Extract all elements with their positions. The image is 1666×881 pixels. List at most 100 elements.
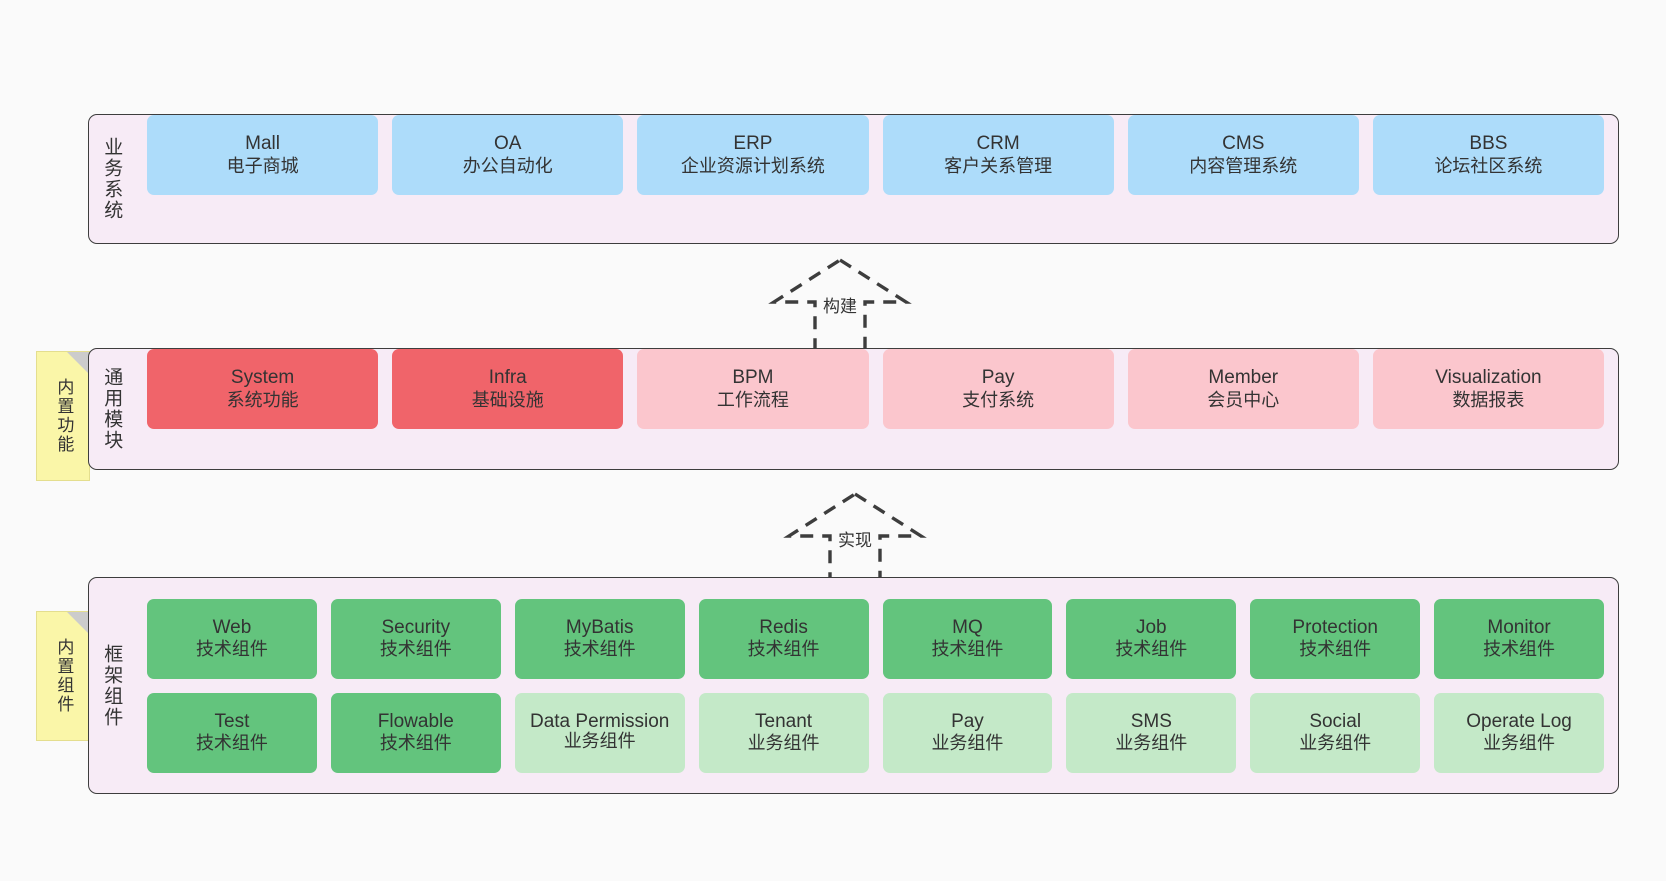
dashed-generalization-arrow-icon [768, 257, 912, 354]
card-subtitle: 技术组件 [1115, 639, 1188, 660]
card-title: System [230, 367, 295, 389]
card-subtitle: 电子商城 [226, 155, 299, 176]
sticky-note-label: 内置功能 [54, 378, 74, 454]
arrow-implement: 实现 [770, 490, 940, 590]
card-subtitle: 业务组件 [1115, 733, 1188, 754]
card-pay-business[interactable]: Pay 业务组件 [882, 692, 1053, 773]
framework-card-grid: Web 技术组件 Security 技术组件 MyBatis 技术组件 Redi… [133, 578, 1618, 793]
card-cms[interactable]: CMS 内容管理系统 [1127, 115, 1359, 195]
sticky-note-builtin-features: 内置功能 [36, 351, 90, 481]
card-operate-log[interactable]: Operate Log 业务组件 [1434, 692, 1604, 773]
card-subtitle: 基础设施 [471, 389, 544, 410]
card-title: Mall [245, 133, 280, 155]
card-subtitle: 业务组件 [563, 731, 636, 752]
sticky-note-label: 内置组件 [54, 638, 74, 714]
card-title: Job [1135, 616, 1167, 638]
card-tenant[interactable]: Tenant 业务组件 [698, 692, 869, 773]
card-title: ERP [733, 133, 773, 155]
card-subtitle: 技术组件 [379, 639, 452, 660]
card-title: Infra [488, 367, 527, 389]
card-title: Tenant [755, 710, 813, 732]
framework-row-technical: Web 技术组件 Security 技术组件 MyBatis 技术组件 Redi… [147, 598, 1604, 679]
arrow-build: 构建 [755, 256, 925, 356]
layer-common-modules: 通用模块 System 系统功能 Infra 基础设施 BPM 工作流程 Pay… [88, 348, 1619, 470]
card-title: Protection [1292, 616, 1378, 638]
card-subtitle: 内容管理系统 [1189, 155, 1298, 176]
card-protection[interactable]: Protection 技术组件 [1250, 598, 1421, 679]
card-subtitle: 论坛社区系统 [1434, 155, 1543, 176]
card-title: MyBatis [565, 616, 634, 638]
card-bbs[interactable]: BBS 论坛社区系统 [1372, 115, 1605, 195]
card-subtitle: 业务组件 [747, 733, 820, 754]
card-title: Data Permission [529, 710, 670, 732]
card-subtitle: 业务组件 [1299, 733, 1372, 754]
card-monitor[interactable]: Monitor 技术组件 [1434, 598, 1604, 679]
card-flowable[interactable]: Flowable 技术组件 [330, 692, 501, 773]
card-title: Member [1208, 367, 1279, 389]
card-subtitle: 技术组件 [195, 639, 268, 660]
card-title: Pay [981, 367, 1015, 389]
card-title: Flowable [377, 710, 454, 732]
layer-business-systems: 业务系统 Mall 电子商城 OA 办公自动化 ERP 企业资源计划系统 CRM… [88, 114, 1619, 244]
layer-modules-caption: 通用模块 [101, 367, 123, 451]
card-title: CRM [976, 133, 1020, 155]
card-subtitle: 企业资源计划系统 [680, 155, 825, 176]
card-title: Web [212, 616, 252, 638]
card-oa[interactable]: OA 办公自动化 [392, 115, 624, 195]
card-member[interactable]: Member 会员中心 [1127, 349, 1359, 429]
card-redis[interactable]: Redis 技术组件 [698, 598, 869, 679]
arrow-implement-label: 实现 [838, 531, 872, 550]
card-title: MQ [952, 616, 983, 638]
card-title: Test [214, 710, 250, 732]
card-title: Social [1309, 710, 1362, 732]
card-subtitle: 业务组件 [1483, 733, 1556, 754]
card-title: Visualization [1435, 367, 1542, 389]
card-subtitle: 客户关系管理 [944, 155, 1053, 176]
layer-business-caption: 业务系统 [101, 137, 123, 221]
modules-card-list: System 系统功能 Infra 基础设施 BPM 工作流程 Pay 支付系统… [133, 349, 1618, 469]
card-system[interactable]: System 系统功能 [147, 349, 379, 429]
card-web[interactable]: Web 技术组件 [147, 598, 317, 679]
card-security[interactable]: Security 技术组件 [330, 598, 501, 679]
card-title: Operate Log [1466, 710, 1572, 732]
card-mq[interactable]: MQ 技术组件 [882, 598, 1053, 679]
card-subtitle: 技术组件 [379, 733, 452, 754]
card-subtitle: 技术组件 [563, 639, 636, 660]
business-card-list: Mall 电子商城 OA 办公自动化 ERP 企业资源计划系统 CRM 客户关系… [133, 115, 1618, 243]
card-sms[interactable]: SMS 业务组件 [1066, 692, 1237, 773]
card-mall[interactable]: Mall 电子商城 [147, 115, 379, 195]
card-test[interactable]: Test 技术组件 [147, 692, 317, 773]
card-title: Security [381, 616, 451, 638]
card-title: Monitor [1487, 616, 1551, 638]
card-mybatis[interactable]: MyBatis 技术组件 [514, 598, 685, 679]
card-title: SMS [1130, 710, 1172, 732]
card-subtitle: 技术组件 [195, 733, 268, 754]
card-subtitle: 支付系统 [962, 389, 1035, 410]
card-data-permission[interactable]: Data Permission 业务组件 [514, 692, 685, 773]
card-title: Pay [951, 710, 984, 732]
dashed-generalization-arrow-icon [783, 491, 927, 588]
layer-framework-components: 框架组件 Web 技术组件 Security 技术组件 MyBatis 技术组件… [88, 577, 1619, 794]
card-subtitle: 技术组件 [747, 639, 820, 660]
card-job[interactable]: Job 技术组件 [1066, 598, 1237, 679]
card-bpm[interactable]: BPM 工作流程 [637, 349, 869, 429]
card-subtitle: 系统功能 [226, 389, 299, 410]
card-title: CMS [1222, 133, 1265, 155]
card-subtitle: 办公自动化 [462, 155, 553, 176]
card-visualization[interactable]: Visualization 数据报表 [1372, 349, 1605, 429]
card-pay[interactable]: Pay 支付系统 [882, 349, 1114, 429]
framework-row-business: Test 技术组件 Flowable 技术组件 Data Permission … [147, 692, 1604, 773]
card-subtitle: 数据报表 [1452, 389, 1525, 410]
card-subtitle: 技术组件 [1299, 639, 1372, 660]
card-subtitle: 工作流程 [716, 389, 789, 410]
card-social[interactable]: Social 业务组件 [1250, 692, 1421, 773]
card-subtitle: 会员中心 [1207, 389, 1280, 410]
layer-framework-caption: 框架组件 [101, 643, 123, 728]
card-title: OA [494, 133, 522, 155]
card-infra[interactable]: Infra 基础设施 [392, 349, 624, 429]
card-subtitle: 业务组件 [931, 733, 1004, 754]
sticky-note-builtin-components: 内置组件 [36, 611, 90, 741]
card-erp[interactable]: ERP 企业资源计划系统 [637, 115, 869, 195]
card-crm[interactable]: CRM 客户关系管理 [882, 115, 1114, 195]
